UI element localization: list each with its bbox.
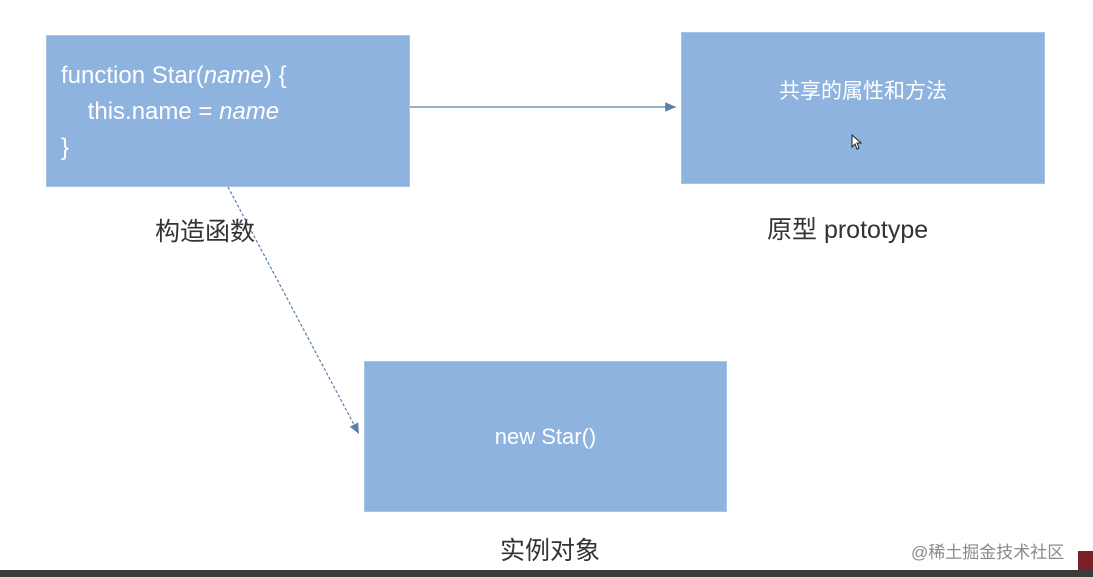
instance-box: new Star() xyxy=(364,361,727,512)
corner-mark xyxy=(1078,551,1093,570)
watermark: @稀土掘金技术社区 xyxy=(911,543,1065,562)
constructor-label: 构造函数 xyxy=(155,218,256,246)
prototype-box: 共享的属性和方法 xyxy=(681,32,1045,184)
code-line3: } xyxy=(61,134,70,161)
code-line2-prefix: this.name = xyxy=(87,98,220,125)
prototype-label: 原型 prototype xyxy=(767,216,929,244)
code-line2-value: name xyxy=(219,98,280,125)
mouse-cursor-icon xyxy=(851,134,863,150)
code-line1-suffix: ) { xyxy=(263,62,287,89)
instance-box-text: new Star() xyxy=(494,423,597,449)
code-line1-prefix: function Star( xyxy=(61,62,204,89)
constructor-code: function Star(name) { this.name = name } xyxy=(61,58,286,166)
code-line1-param: name xyxy=(203,62,264,89)
bottom-bar xyxy=(0,570,1093,577)
constructor-box: function Star(name) { this.name = name } xyxy=(46,35,410,187)
instance-label: 实例对象 xyxy=(500,537,601,565)
prototype-box-text: 共享的属性和方法 xyxy=(779,80,947,103)
arrow-constructor-to-instance xyxy=(227,186,360,435)
